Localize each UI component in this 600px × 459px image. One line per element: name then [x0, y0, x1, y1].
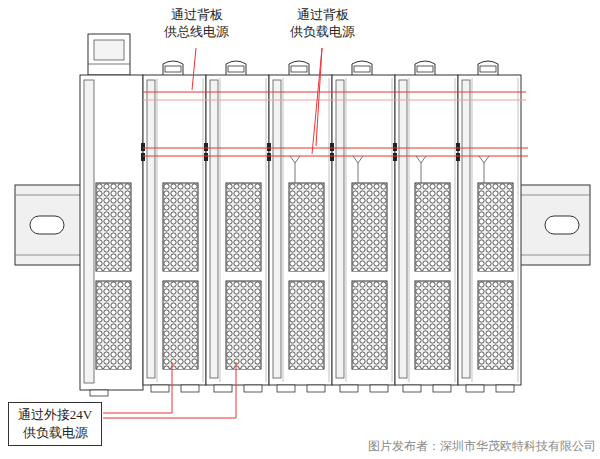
- watermark: 图片发布者：深圳市华茂欧特科技有限公司: [368, 438, 596, 455]
- callout-box: 通过外接24V供负载电源: [8, 402, 102, 446]
- box-text: 通过外接24V供负载电源: [16, 406, 94, 442]
- callout-label: 通过背板供负载电源: [290, 6, 355, 40]
- callout-label: 通过背板供总线电源: [164, 6, 229, 40]
